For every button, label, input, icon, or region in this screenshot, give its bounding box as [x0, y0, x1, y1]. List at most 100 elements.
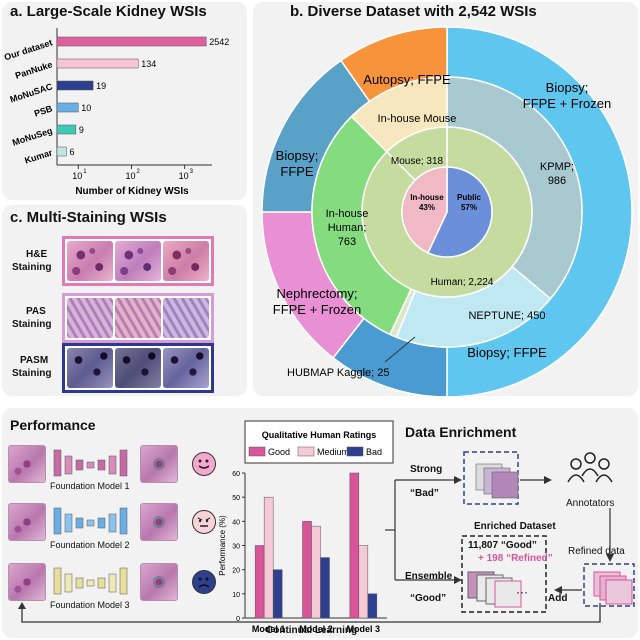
bar-4	[56, 124, 77, 135]
x-tick-label: 10	[72, 171, 82, 181]
good-label: “Good”	[410, 593, 447, 604]
pas-tile	[115, 298, 161, 338]
inhouse-mouse-label: In-house Mouse	[378, 113, 457, 125]
y-tick-label: 40	[232, 519, 240, 526]
model-layer	[86, 519, 95, 527]
annotators-label: Annotators	[566, 498, 615, 509]
x-tick-label: Model 1	[252, 624, 286, 634]
biopsy-ffpe-left-label-1: Biopsy;	[276, 148, 319, 163]
model-layer	[97, 517, 106, 529]
model-layer	[108, 573, 117, 593]
bar-bad	[367, 593, 378, 619]
bar-value-label: 2542	[209, 37, 229, 47]
bar-category-label: PanNuke	[14, 59, 54, 80]
bar-value-label: 134	[141, 59, 156, 69]
public-segment	[426, 166, 493, 258]
continual-learning-label: Continual Learning	[266, 625, 358, 636]
person-body-icon	[595, 474, 613, 483]
he-tile	[163, 241, 209, 281]
pas-label-2: Staining	[12, 319, 52, 330]
person-head-icon	[584, 452, 596, 464]
smiling-face-icon	[192, 452, 216, 476]
person-body-icon	[567, 474, 585, 483]
x-axis-label: Number of Kidney WSIs	[75, 186, 189, 197]
hubmap-label: HUBMAP Kaggle; 25	[287, 367, 390, 379]
center-public-label: Public	[457, 193, 482, 202]
legend-label: Medium	[317, 447, 349, 457]
bar-value-label: 19	[96, 81, 106, 91]
y-tick-label: 20	[232, 568, 240, 575]
enriched-dataset-label: Enriched Dataset	[474, 521, 556, 532]
x-tick-label: 10	[179, 171, 189, 181]
bad-sample-tile	[491, 471, 519, 499]
model-2-label: Foundation Model 2	[50, 540, 130, 550]
hubmap-leader-line	[384, 336, 416, 363]
bar-2	[56, 80, 94, 91]
kidney-output-1	[140, 445, 178, 483]
model-layer	[75, 517, 84, 529]
model-layer	[64, 573, 73, 593]
center-inhouse-label: In-house	[410, 193, 444, 202]
nephrectomy-label-2: FFPE + Frozen	[273, 302, 362, 317]
refined-data-label: Refined data	[568, 546, 625, 557]
bar-good	[349, 472, 360, 619]
x-tick-exponent: 2	[136, 169, 140, 175]
model-layer	[53, 507, 62, 535]
panel-b-title: b. Diverse Dataset with 2,542 WSIs	[290, 3, 537, 20]
biopsy-frozen-label-2: FFPE + Frozen	[523, 96, 612, 111]
x-tick-exponent: 3	[190, 169, 194, 175]
y-tick-label: 0	[236, 616, 240, 623]
model-layer	[64, 455, 73, 475]
pasm-tile	[67, 348, 113, 388]
legend-label: Good	[268, 447, 290, 457]
refined-count: + 198 “Refined”	[478, 553, 553, 564]
kidney-input-3	[8, 563, 46, 601]
he-tile	[67, 241, 113, 281]
biopsy-frozen-label-1: Biopsy;	[546, 80, 589, 95]
kidney-input-2	[8, 503, 46, 541]
bad-label: “Bad”	[410, 488, 439, 499]
kidney-output-2	[140, 503, 178, 541]
bar-value-label: 9	[79, 125, 84, 135]
bar-bad	[272, 569, 283, 619]
bar-medium	[358, 545, 369, 619]
legend-swatch	[346, 446, 364, 457]
inhouse-segment	[401, 166, 448, 254]
biopsy-ffpe-left-label-2: FFPE	[280, 164, 314, 179]
he-tile	[115, 241, 161, 281]
model-layer	[108, 513, 117, 533]
strong-arrowhead	[454, 476, 462, 484]
model-layer	[86, 579, 95, 587]
pasm-tile	[163, 348, 209, 388]
bar-5	[56, 146, 67, 157]
y-tick-label: 50	[232, 495, 240, 502]
sad-face-icon	[192, 570, 216, 594]
pas-tile	[163, 298, 209, 338]
inhouse-human-label-1: In-house	[326, 208, 369, 220]
nephrectomy-label-1: Nephrectomy;	[277, 286, 358, 301]
model-layer	[75, 577, 84, 589]
legend-swatch	[297, 446, 315, 457]
bar-0	[56, 36, 207, 47]
panel-a-title: a. Large-Scale Kidney WSIs	[10, 3, 207, 20]
bar-1	[56, 58, 139, 69]
refined-data-box	[583, 563, 635, 607]
mouse-label: Mouse; 318	[391, 156, 444, 167]
pas-strip	[62, 293, 214, 343]
model-layer	[86, 461, 95, 469]
model-layer	[53, 567, 62, 595]
enriched-dataset-box	[461, 535, 547, 613]
human-label: Human; 2,224	[431, 277, 494, 288]
legend-label: Bad	[366, 447, 382, 457]
x-tick-exponent: 1	[83, 169, 87, 175]
pas-label-1: PAS	[26, 306, 46, 317]
model-layer	[97, 577, 106, 589]
he-label-1: H&E	[26, 249, 48, 260]
pas-tile	[67, 298, 113, 338]
enriched-tile	[494, 580, 522, 608]
model-layer	[64, 513, 73, 533]
model-layer	[97, 459, 106, 471]
legend-swatch	[248, 446, 266, 457]
